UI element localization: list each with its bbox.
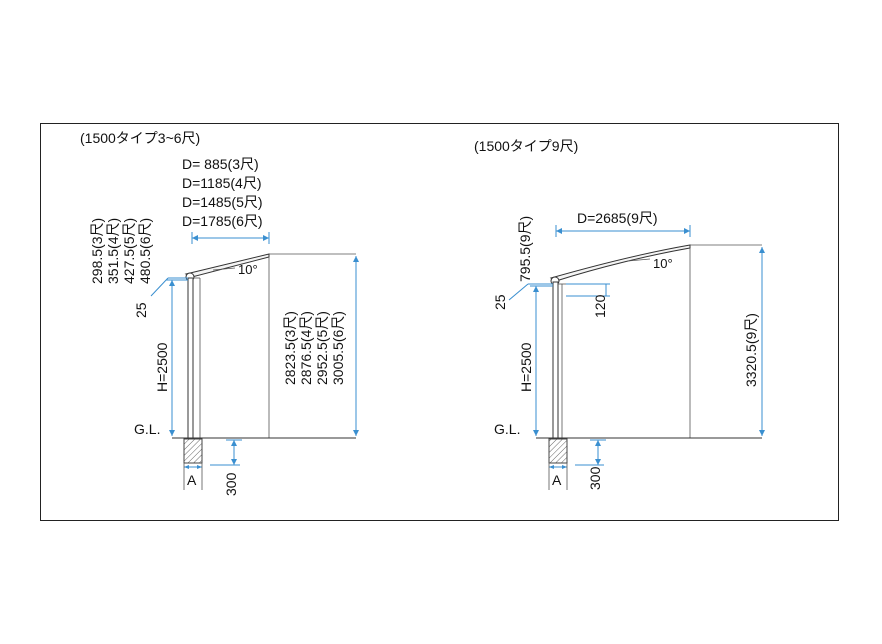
left-depth-label-6: D=1785(6尺)	[182, 213, 263, 229]
left-total-height-6: 3005.5(6尺)	[330, 311, 346, 385]
left-ground-label: G.L.	[134, 421, 160, 437]
left-total-height-4: 2876.5(4尺)	[298, 311, 314, 385]
right-roof-angle: 10°	[653, 256, 673, 271]
left-height-label: H=2500	[154, 342, 170, 392]
left-title: (1500タイプ3~6尺)	[80, 130, 200, 146]
right-beam-leader	[508, 283, 529, 301]
left-depth-arrow-left	[192, 235, 198, 241]
right-total-height-label: 3320.5(9尺)	[743, 313, 759, 387]
right-height-label: H=2500	[518, 342, 534, 392]
right-beam-label: 25	[492, 294, 508, 310]
left-diagram: (1500タイプ3~6尺) D= 885(3尺) D=1185(4尺) D=14…	[80, 130, 359, 496]
left-beam-leader	[150, 277, 169, 297]
left-foundation-label: A	[187, 472, 197, 488]
right-diagram: (1500タイプ9尺) D=2685(9尺) 795.5(9尺) 10° 120…	[474, 138, 765, 490]
left-depth-arrow-right	[263, 235, 269, 241]
right-roof-offset: 795.5(9尺)	[517, 216, 533, 282]
right-ground-label: G.L.	[494, 421, 520, 437]
left-foundation	[183, 438, 203, 464]
right-foundation	[548, 438, 568, 464]
left-beam-label: 25	[133, 302, 149, 318]
left-total-height-3: 2823.5(3尺)	[282, 311, 298, 385]
left-roof-angle: 10°	[238, 262, 258, 277]
left-embed-label: 300	[223, 472, 239, 496]
left-roof-offset-3: 298.5(3尺)	[89, 218, 105, 284]
left-total-height-5: 2952.5(5尺)	[314, 311, 330, 385]
right-depth-label: D=2685(9尺)	[577, 210, 658, 226]
left-depth-label-3: D= 885(3尺)	[182, 156, 259, 172]
right-gap-label: 120	[592, 294, 608, 318]
right-foundation-label: A	[552, 472, 562, 488]
left-depth-label-4: D=1185(4尺)	[182, 175, 262, 191]
right-post	[552, 281, 559, 439]
left-roof-offset-5: 427.5(5尺)	[121, 218, 137, 284]
left-roof-offset-4: 351.5(4尺)	[105, 218, 121, 284]
left-depth-label-5: D=1485(5尺)	[182, 194, 263, 210]
right-embed-label: 300	[587, 466, 603, 490]
diagram-frame	[40, 123, 839, 521]
left-roof-offset-6: 480.5(6尺)	[137, 218, 153, 284]
left-post	[187, 277, 194, 439]
right-title: (1500タイプ9尺)	[474, 138, 578, 154]
